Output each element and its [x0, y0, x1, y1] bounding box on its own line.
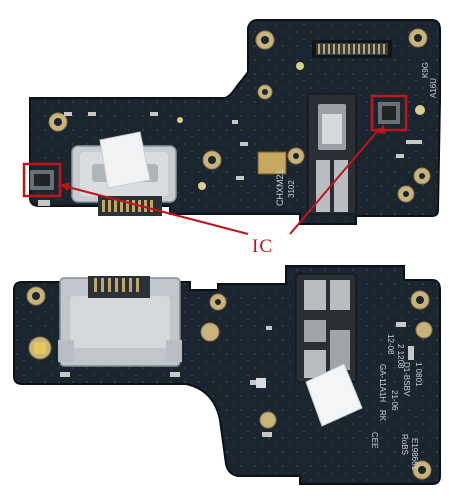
bottom-board-text-6: 2 1208: [396, 344, 405, 369]
top-board-text-4: A16U: [429, 78, 438, 98]
ic-callout-label: IC: [252, 236, 273, 257]
bottom-board-text-10: 1 0801: [414, 362, 423, 387]
top-board: [22, 19, 441, 225]
bottom-board-text-8: GA-11A1H: [378, 364, 387, 402]
bottom-board-text-1: CEE: [370, 432, 379, 448]
top-board-text-3: K9G: [421, 62, 430, 78]
bottom-board-text-7: 21-06: [390, 390, 399, 411]
bottom-board-text-2: RK: [378, 410, 387, 422]
bottom-board-text-3: RoBS: [400, 434, 409, 455]
top-board-text-1: CHXM21: [275, 169, 285, 206]
bottom-board-text-4: E198661: [410, 438, 419, 471]
callout-arrows: [63, 127, 381, 235]
bottom-board-text-9: D1-BSBV: [402, 362, 411, 397]
bottom-board: [13, 265, 441, 485]
top-board-text-2: 3102: [287, 180, 296, 198]
bottom-board-text-5: 12-08: [386, 334, 395, 355]
